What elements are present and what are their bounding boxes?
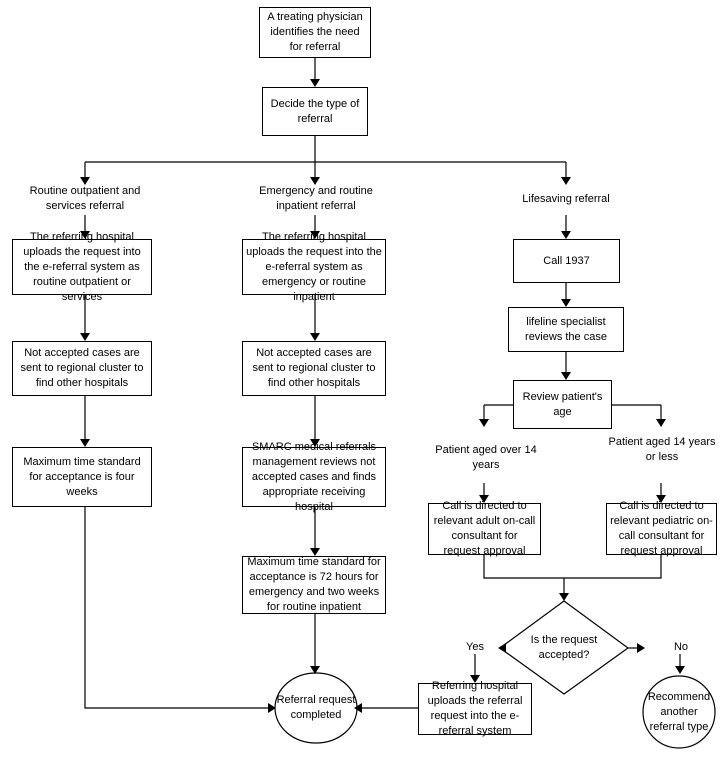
arrowhead	[637, 643, 645, 653]
arrowhead	[561, 299, 571, 307]
branch-lifesaving-label: Lifesaving referral	[522, 193, 610, 205]
arrowhead	[354, 703, 362, 713]
emergency-not-accepted-box: Not accepted cases are sent to regional …	[242, 341, 386, 396]
arrowhead	[498, 643, 506, 653]
arrowhead	[470, 675, 480, 683]
decision-diamond	[498, 600, 630, 695]
arrowhead	[656, 495, 666, 503]
arrowhead	[561, 372, 571, 380]
arrowhead	[675, 666, 685, 674]
call-1937-box: Call 1937	[513, 239, 620, 283]
emergency-max-time-box: Maximum time standard for acceptance is …	[242, 556, 386, 614]
arrowhead	[310, 333, 320, 341]
arrowhead	[80, 177, 90, 185]
routine-upload-box: The referring hospital uploads the reque…	[12, 231, 152, 303]
recommend-text: Recommend another referral type	[647, 690, 711, 733]
upload-ereferral-box: Referring hospital uploads the referral …	[418, 680, 532, 737]
arrowhead	[561, 231, 571, 239]
emergency-upload-box: The referring hospital uploads the reque…	[242, 231, 386, 303]
branch-emergency-label: Emergency and routine inpatient referral	[259, 185, 373, 212]
arrowhead	[559, 593, 569, 601]
decision-text: Is the request accepted?	[530, 634, 598, 661]
smarc-review-box: SMARC medical referrals management revie…	[242, 441, 386, 513]
age-over-14-label: Patient aged over 14 years	[435, 444, 537, 471]
yes-label: Yes	[466, 641, 484, 653]
completed-text: Referral request completed	[276, 694, 356, 721]
arrowhead	[310, 79, 320, 87]
arrowhead	[310, 666, 320, 674]
decide-type-box: Decide the type of referral	[262, 87, 368, 136]
routine-not-accepted-box: Not accepted cases are sent to regional …	[12, 341, 152, 396]
connector	[84, 507, 270, 709]
arrowhead	[80, 439, 90, 447]
lifeline-review-box: lifeline specialist reviews the case	[508, 307, 624, 352]
review-age-box: Review patient's age	[513, 380, 612, 429]
arrowhead	[80, 333, 90, 341]
recommend-terminal	[642, 675, 716, 749]
branch-routine-label: Routine outpatient and services referral	[29, 185, 141, 212]
arrowhead	[80, 231, 90, 239]
no-label: No	[673, 641, 689, 653]
pediatric-consultant-box: Call is directed to relevant pediatric o…	[606, 500, 717, 557]
arrowhead	[310, 177, 320, 185]
arrowhead	[268, 703, 276, 713]
start-box: A treating physician identifies the need…	[259, 7, 371, 58]
routine-max-time-box: Maximum time standard for acceptance is …	[12, 447, 152, 507]
arrowhead	[656, 419, 666, 427]
arrowhead	[310, 548, 320, 556]
arrowhead	[479, 419, 489, 427]
age-14-or-less-label: Patient aged 14 years or less	[608, 436, 716, 463]
adult-consultant-box: Call is directed to relevant adult on-ca…	[428, 500, 541, 557]
arrowhead	[310, 439, 320, 447]
connector	[483, 555, 662, 579]
arrowhead	[310, 231, 320, 239]
arrowhead	[479, 495, 489, 503]
arrowhead	[561, 177, 571, 185]
